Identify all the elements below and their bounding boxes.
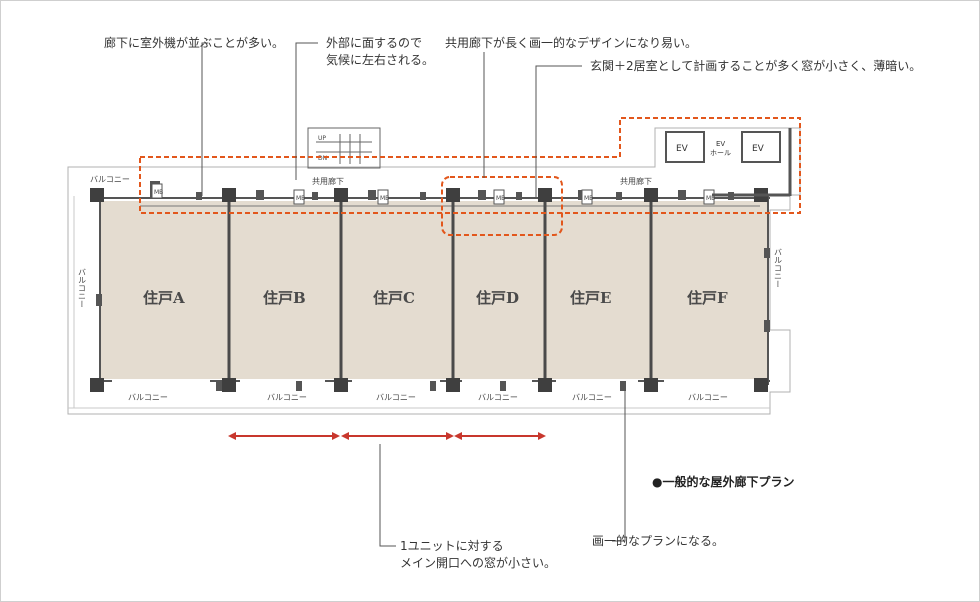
note-outdoor-units: 廊下に室外機が並ぶことが多い。 (104, 36, 285, 50)
note-opening-line1: 1ユニットに対する (400, 539, 504, 553)
mb-label-3: MB (380, 195, 389, 202)
mb-boxes (151, 183, 715, 205)
stairs-dn-label: DN (318, 155, 327, 162)
note-uniform-plan: 画一的なプランになる。 (592, 534, 725, 548)
columns (90, 188, 768, 392)
balcony-label-a: バルコニー (128, 393, 168, 402)
balcony-label-west: バルコニー (78, 268, 87, 308)
corridor-highlight (139, 117, 801, 214)
party-walls (227, 198, 653, 385)
note-long-corridor: 共用廊下が長く画一的なデザインになり易い。 (445, 36, 698, 50)
balcony-label-east: バルコニー (774, 248, 783, 288)
balcony-label-c: バルコニー (376, 393, 416, 402)
note-small-windows: 玄関＋2居室として計画することが多く窓が小さく、薄暗い。 (590, 59, 922, 73)
balcony-label-top: バルコニー (90, 175, 130, 184)
balcony-label-b: バルコニー (267, 393, 307, 402)
figure-legend: ●一般的な屋外廊下プラン (652, 475, 795, 489)
mb-label-2: MB (296, 195, 305, 202)
unit-label-f: 住戸F (687, 289, 728, 307)
unit-label-b: 住戸B (263, 289, 306, 307)
balcony-label-e: バルコニー (572, 393, 612, 402)
balcony-label-f: バルコニー (688, 393, 728, 402)
unit-label-a: 住戸A (143, 289, 185, 307)
building-outline (67, 127, 801, 415)
note-weather-line1: 外部に面するので (326, 36, 423, 50)
unit-label-e: 住戸E (570, 289, 611, 307)
ev-hall-label-2: ホール (710, 149, 731, 157)
leader-lines (201, 42, 626, 547)
mb-label-4: MB (496, 195, 505, 202)
note-opening-line2: メイン開口への窓が小さい。 (400, 556, 557, 570)
stairs-up-label: UP (318, 135, 326, 142)
unit-label-d: 住戸D (476, 289, 519, 307)
ev-core (665, 131, 781, 163)
stair-core (307, 127, 381, 169)
ev-left-label: EV (676, 144, 689, 154)
mb-label-1: MB (154, 189, 163, 196)
corridor-label-1: 共用廊下 (312, 176, 344, 186)
mb-label-6: MB (706, 195, 715, 202)
unit-label-c: 住戸C (373, 289, 415, 307)
entrance-highlight (441, 176, 563, 236)
balcony-label-d: バルコニー (478, 393, 518, 402)
ev-hall-label-1: EV (716, 140, 725, 148)
ev-right-label: EV (752, 144, 765, 154)
note-weather-line2: 気候に左右される。 (326, 53, 435, 67)
corridor-label-2: 共用廊下 (620, 176, 652, 186)
unit-floor-area (100, 201, 768, 379)
mb-label-5: MB (584, 195, 593, 202)
